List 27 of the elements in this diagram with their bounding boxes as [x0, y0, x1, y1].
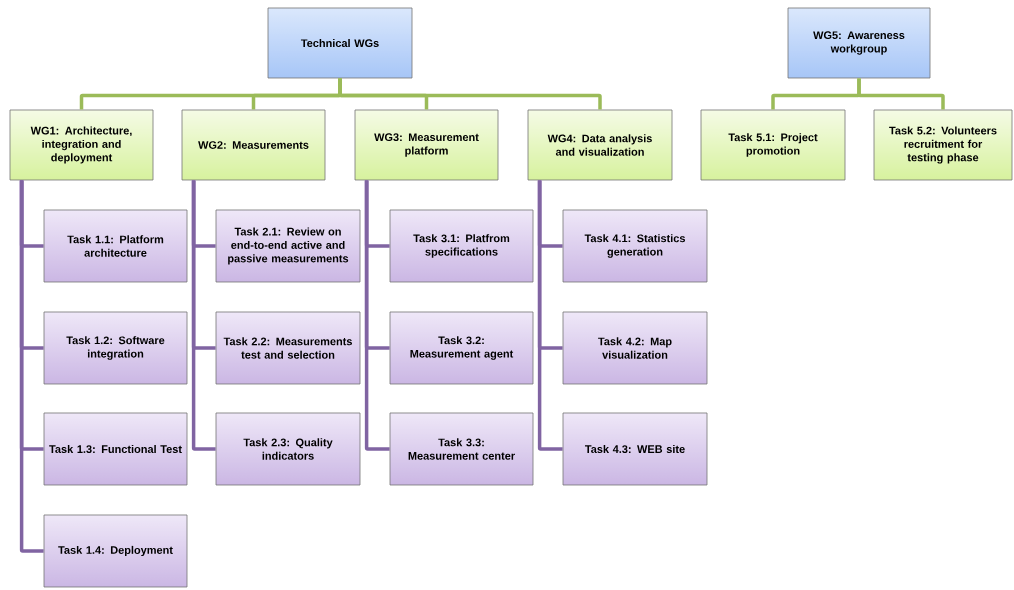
connector-line	[537, 180, 563, 451]
task-box: Task 1.4: Deployment	[43, 514, 188, 588]
task-box: Task 1.1: Platform architecture	[43, 209, 188, 283]
group-box: WG5: Awareness workgroup	[787, 7, 931, 79]
task-box: Task 4.1: Statistics generation	[562, 209, 708, 283]
workgroup-box: WG1: Architecture, integration and deployment	[9, 109, 154, 181]
connector-line	[857, 78, 945, 110]
workgroup-box: WG4: Data analysis and visualization	[527, 109, 673, 181]
connector-line	[338, 78, 602, 110]
workgroup-box: Task 5.2: Volunteers recruitment for testing phase	[873, 109, 1013, 181]
task-box: Task 1.2: Software integration	[43, 311, 188, 385]
task-box: Task 2.2: Measurements test and selection	[215, 311, 361, 385]
task-box: Task 3.3: Measurement center	[389, 412, 534, 486]
connector-line	[19, 180, 44, 553]
task-box: Task 3.1: Platfrom specifications	[389, 209, 534, 283]
workgroup-box: WG3: Measurement platform	[354, 109, 499, 181]
task-box: Task 4.2: Map visualization	[562, 311, 708, 385]
task-box: Task 3.2: Measurement agent	[389, 311, 534, 385]
task-box: Task 4.3: WEB site	[562, 412, 708, 486]
task-box: Task 2.3: Quality indicators	[215, 412, 361, 486]
task-box: Task 1.3: Functional Test	[43, 412, 188, 486]
workgroup-box: Task 5.1: Project promotion	[700, 109, 846, 181]
task-box: Task 2.1: Review on end-to-end active and passive measurements	[215, 209, 361, 283]
group-box: Technical WGs	[267, 7, 413, 79]
connector-line	[191, 180, 216, 451]
workgroup-box: WG2: Measurements	[181, 109, 326, 181]
connector-line	[364, 180, 390, 451]
